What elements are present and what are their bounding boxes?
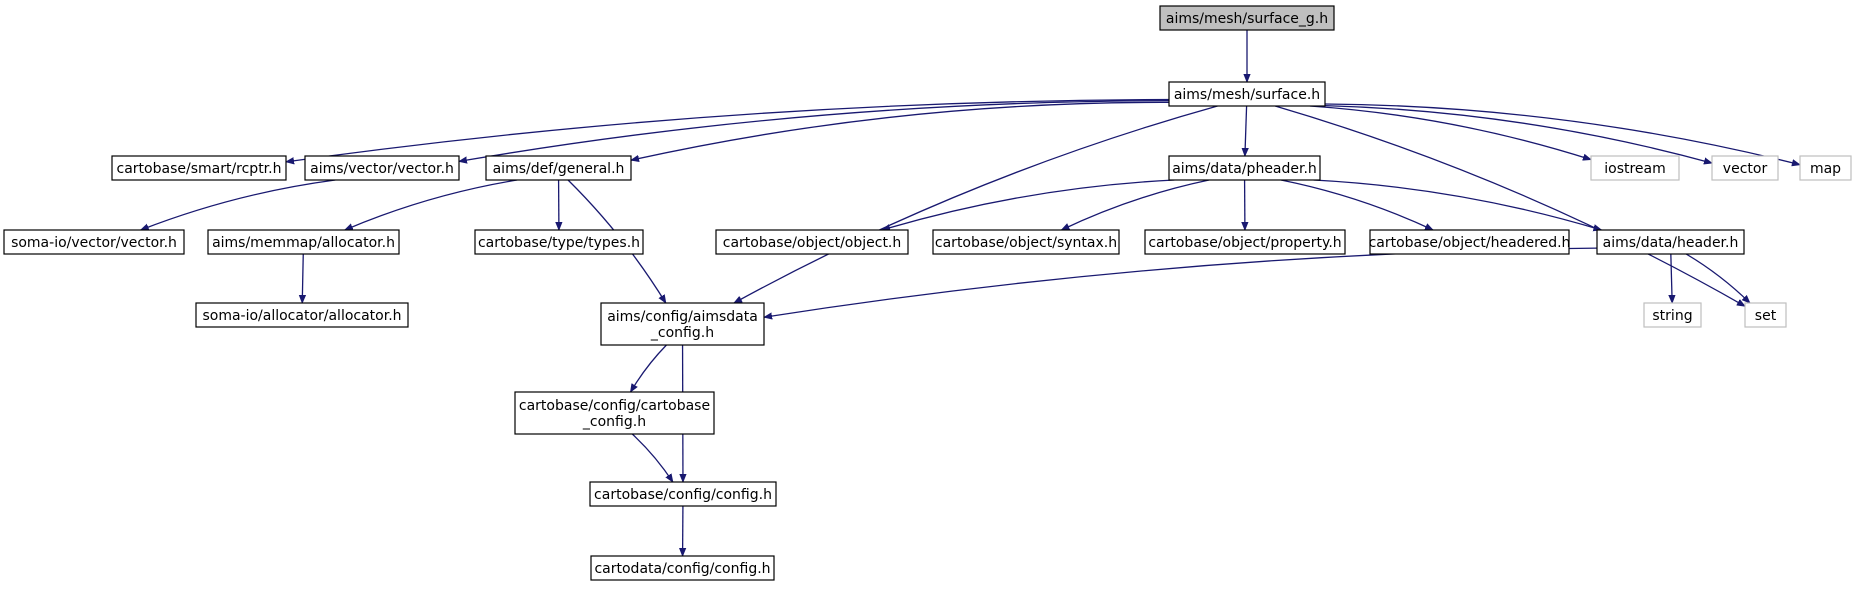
node-box bbox=[1168, 155, 1321, 181]
node-label: aims/data/header.h bbox=[1603, 235, 1739, 251]
edges-layer bbox=[141, 30, 1800, 556]
node-box bbox=[1596, 229, 1745, 255]
edge-surface-to-vector_std bbox=[1324, 104, 1712, 164]
node-box bbox=[207, 229, 400, 255]
node-box bbox=[111, 155, 287, 181]
nodes-layer: aims/mesh/surface_g.h aims/mesh/surface.h… bbox=[3, 5, 1852, 581]
node-types[interactable]: cartobase/type/types.h bbox=[474, 229, 644, 255]
node-label: _config.h bbox=[650, 325, 714, 341]
node-label: iostream bbox=[1604, 161, 1666, 177]
edge-surface-to-iostream bbox=[1309, 105, 1591, 160]
node-box bbox=[195, 302, 409, 328]
node-label: cartobase/type/types.h bbox=[478, 235, 640, 251]
node-property[interactable]: cartobase/object/property.h bbox=[1144, 229, 1346, 255]
node-label: cartobase/object/syntax.h bbox=[935, 235, 1117, 251]
edge-pheader-to-headered bbox=[1280, 179, 1433, 231]
node-label: _config.h bbox=[582, 414, 646, 430]
node-aims-vector[interactable]: aims/vector/vector.h bbox=[304, 155, 460, 181]
node-rcptr[interactable]: cartobase/smart/rcptr.h bbox=[111, 155, 287, 181]
node-map: map bbox=[1799, 155, 1852, 181]
node-aimsdata-config[interactable]: aims/config/aimsdata_config.h bbox=[600, 302, 765, 346]
edge-pheader-to-syntax bbox=[1061, 179, 1210, 231]
node-label: map bbox=[1810, 161, 1841, 177]
node-label: cartobase/object/property.h bbox=[1148, 235, 1341, 251]
edge-header-to-string bbox=[1671, 253, 1672, 303]
node-label: aims/data/pheader.h bbox=[1172, 161, 1317, 177]
edge-header-to-set bbox=[1685, 253, 1750, 303]
node-syntax[interactable]: cartobase/object/syntax.h bbox=[932, 229, 1120, 255]
edge-surface-to-aims_vector bbox=[459, 100, 1170, 162]
node-label: aims/mesh/surface_g.h bbox=[1166, 11, 1328, 27]
node-iostream: iostream bbox=[1590, 155, 1680, 181]
edge-cartobase_config-to-config bbox=[631, 433, 673, 482]
node-label: cartobase/object/headered.h bbox=[1369, 235, 1571, 251]
node-label: cartobase/config/config.h bbox=[594, 487, 772, 503]
node-label: soma-io/vector/vector.h bbox=[11, 235, 177, 251]
node-label: set bbox=[1755, 308, 1777, 324]
node-memmap-allocator[interactable]: aims/memmap/allocator.h bbox=[207, 229, 400, 255]
node-config[interactable]: cartobase/config/config.h bbox=[589, 481, 777, 507]
node-box bbox=[1159, 5, 1335, 31]
node-label: cartobase/smart/rcptr.h bbox=[117, 161, 282, 177]
node-label: aims/config/aimsdata bbox=[607, 309, 758, 325]
node-string: string bbox=[1643, 302, 1702, 328]
node-box bbox=[485, 155, 632, 181]
node-headered[interactable]: cartobase/object/headered.h bbox=[1369, 229, 1571, 255]
edge-pheader-to-header bbox=[1313, 179, 1602, 230]
node-box bbox=[1590, 155, 1680, 181]
node-box bbox=[600, 302, 765, 346]
node-box bbox=[932, 229, 1120, 255]
node-label: string bbox=[1652, 308, 1692, 324]
edge-general-to-memmap_allocator bbox=[345, 179, 518, 231]
node-box bbox=[514, 391, 715, 435]
node-box bbox=[3, 229, 185, 255]
edge-pheader-to-object bbox=[882, 179, 1175, 230]
node-box bbox=[1144, 229, 1346, 255]
node-header[interactable]: aims/data/header.h bbox=[1596, 229, 1745, 255]
edge-header-to-aimsdata_config bbox=[764, 247, 1598, 317]
edge-surface-to-rcptr bbox=[286, 98, 1170, 162]
node-set: set bbox=[1744, 302, 1787, 328]
node-pheader[interactable]: aims/data/pheader.h bbox=[1168, 155, 1321, 181]
edge-aimsdata_config-to-cartobase_config bbox=[629, 344, 667, 392]
node-label: aims/memmap/allocator.h bbox=[212, 235, 395, 251]
node-label: aims/vector/vector.h bbox=[310, 161, 454, 177]
node-label: soma-io/allocator/allocator.h bbox=[202, 308, 401, 324]
node-somaio-allocator[interactable]: soma-io/allocator/allocator.h bbox=[195, 302, 409, 328]
node-label: cartobase/object/object.h bbox=[723, 235, 902, 251]
node-surface[interactable]: aims/mesh/surface.h bbox=[1168, 81, 1326, 107]
node-cartodata-config[interactable]: cartodata/config/config.h bbox=[590, 555, 775, 581]
node-box bbox=[474, 229, 644, 255]
node-box bbox=[1744, 302, 1787, 328]
node-label: cartobase/config/cartobase bbox=[519, 398, 710, 414]
node-somaio-vector[interactable]: soma-io/vector/vector.h bbox=[3, 229, 185, 255]
node-cartobase-config[interactable]: cartobase/config/cartobase_config.h bbox=[514, 391, 715, 435]
edge-surface-to-set bbox=[1274, 105, 1745, 307]
node-box bbox=[1711, 155, 1779, 181]
edge-surface-to-aimsdata_config bbox=[734, 105, 1218, 304]
edge-memmap_allocator-to-somaio_allocator bbox=[302, 253, 303, 303]
node-box bbox=[589, 481, 777, 507]
node-object[interactable]: cartobase/object/object.h bbox=[715, 229, 909, 255]
node-box bbox=[590, 555, 775, 581]
node-box bbox=[304, 155, 460, 181]
node-box bbox=[1643, 302, 1702, 328]
node-label: aims/def/general.h bbox=[493, 161, 625, 177]
node-vector-std: vector bbox=[1711, 155, 1779, 181]
node-surface-g[interactable]: aims/mesh/surface_g.h bbox=[1159, 5, 1335, 31]
node-label: aims/mesh/surface.h bbox=[1174, 87, 1320, 103]
node-box bbox=[1369, 229, 1570, 255]
node-box bbox=[1799, 155, 1852, 181]
edge-surface-to-map bbox=[1324, 103, 1800, 165]
node-label: cartodata/config/config.h bbox=[594, 561, 770, 577]
node-label: vector bbox=[1723, 161, 1768, 177]
node-general[interactable]: aims/def/general.h bbox=[485, 155, 632, 181]
edge-surface-to-general bbox=[631, 101, 1170, 160]
edge-surface-to-pheader bbox=[1245, 105, 1247, 156]
node-box bbox=[715, 229, 909, 255]
node-box bbox=[1168, 81, 1326, 107]
edge-aims_vector-to-somaio_vector bbox=[141, 179, 336, 231]
